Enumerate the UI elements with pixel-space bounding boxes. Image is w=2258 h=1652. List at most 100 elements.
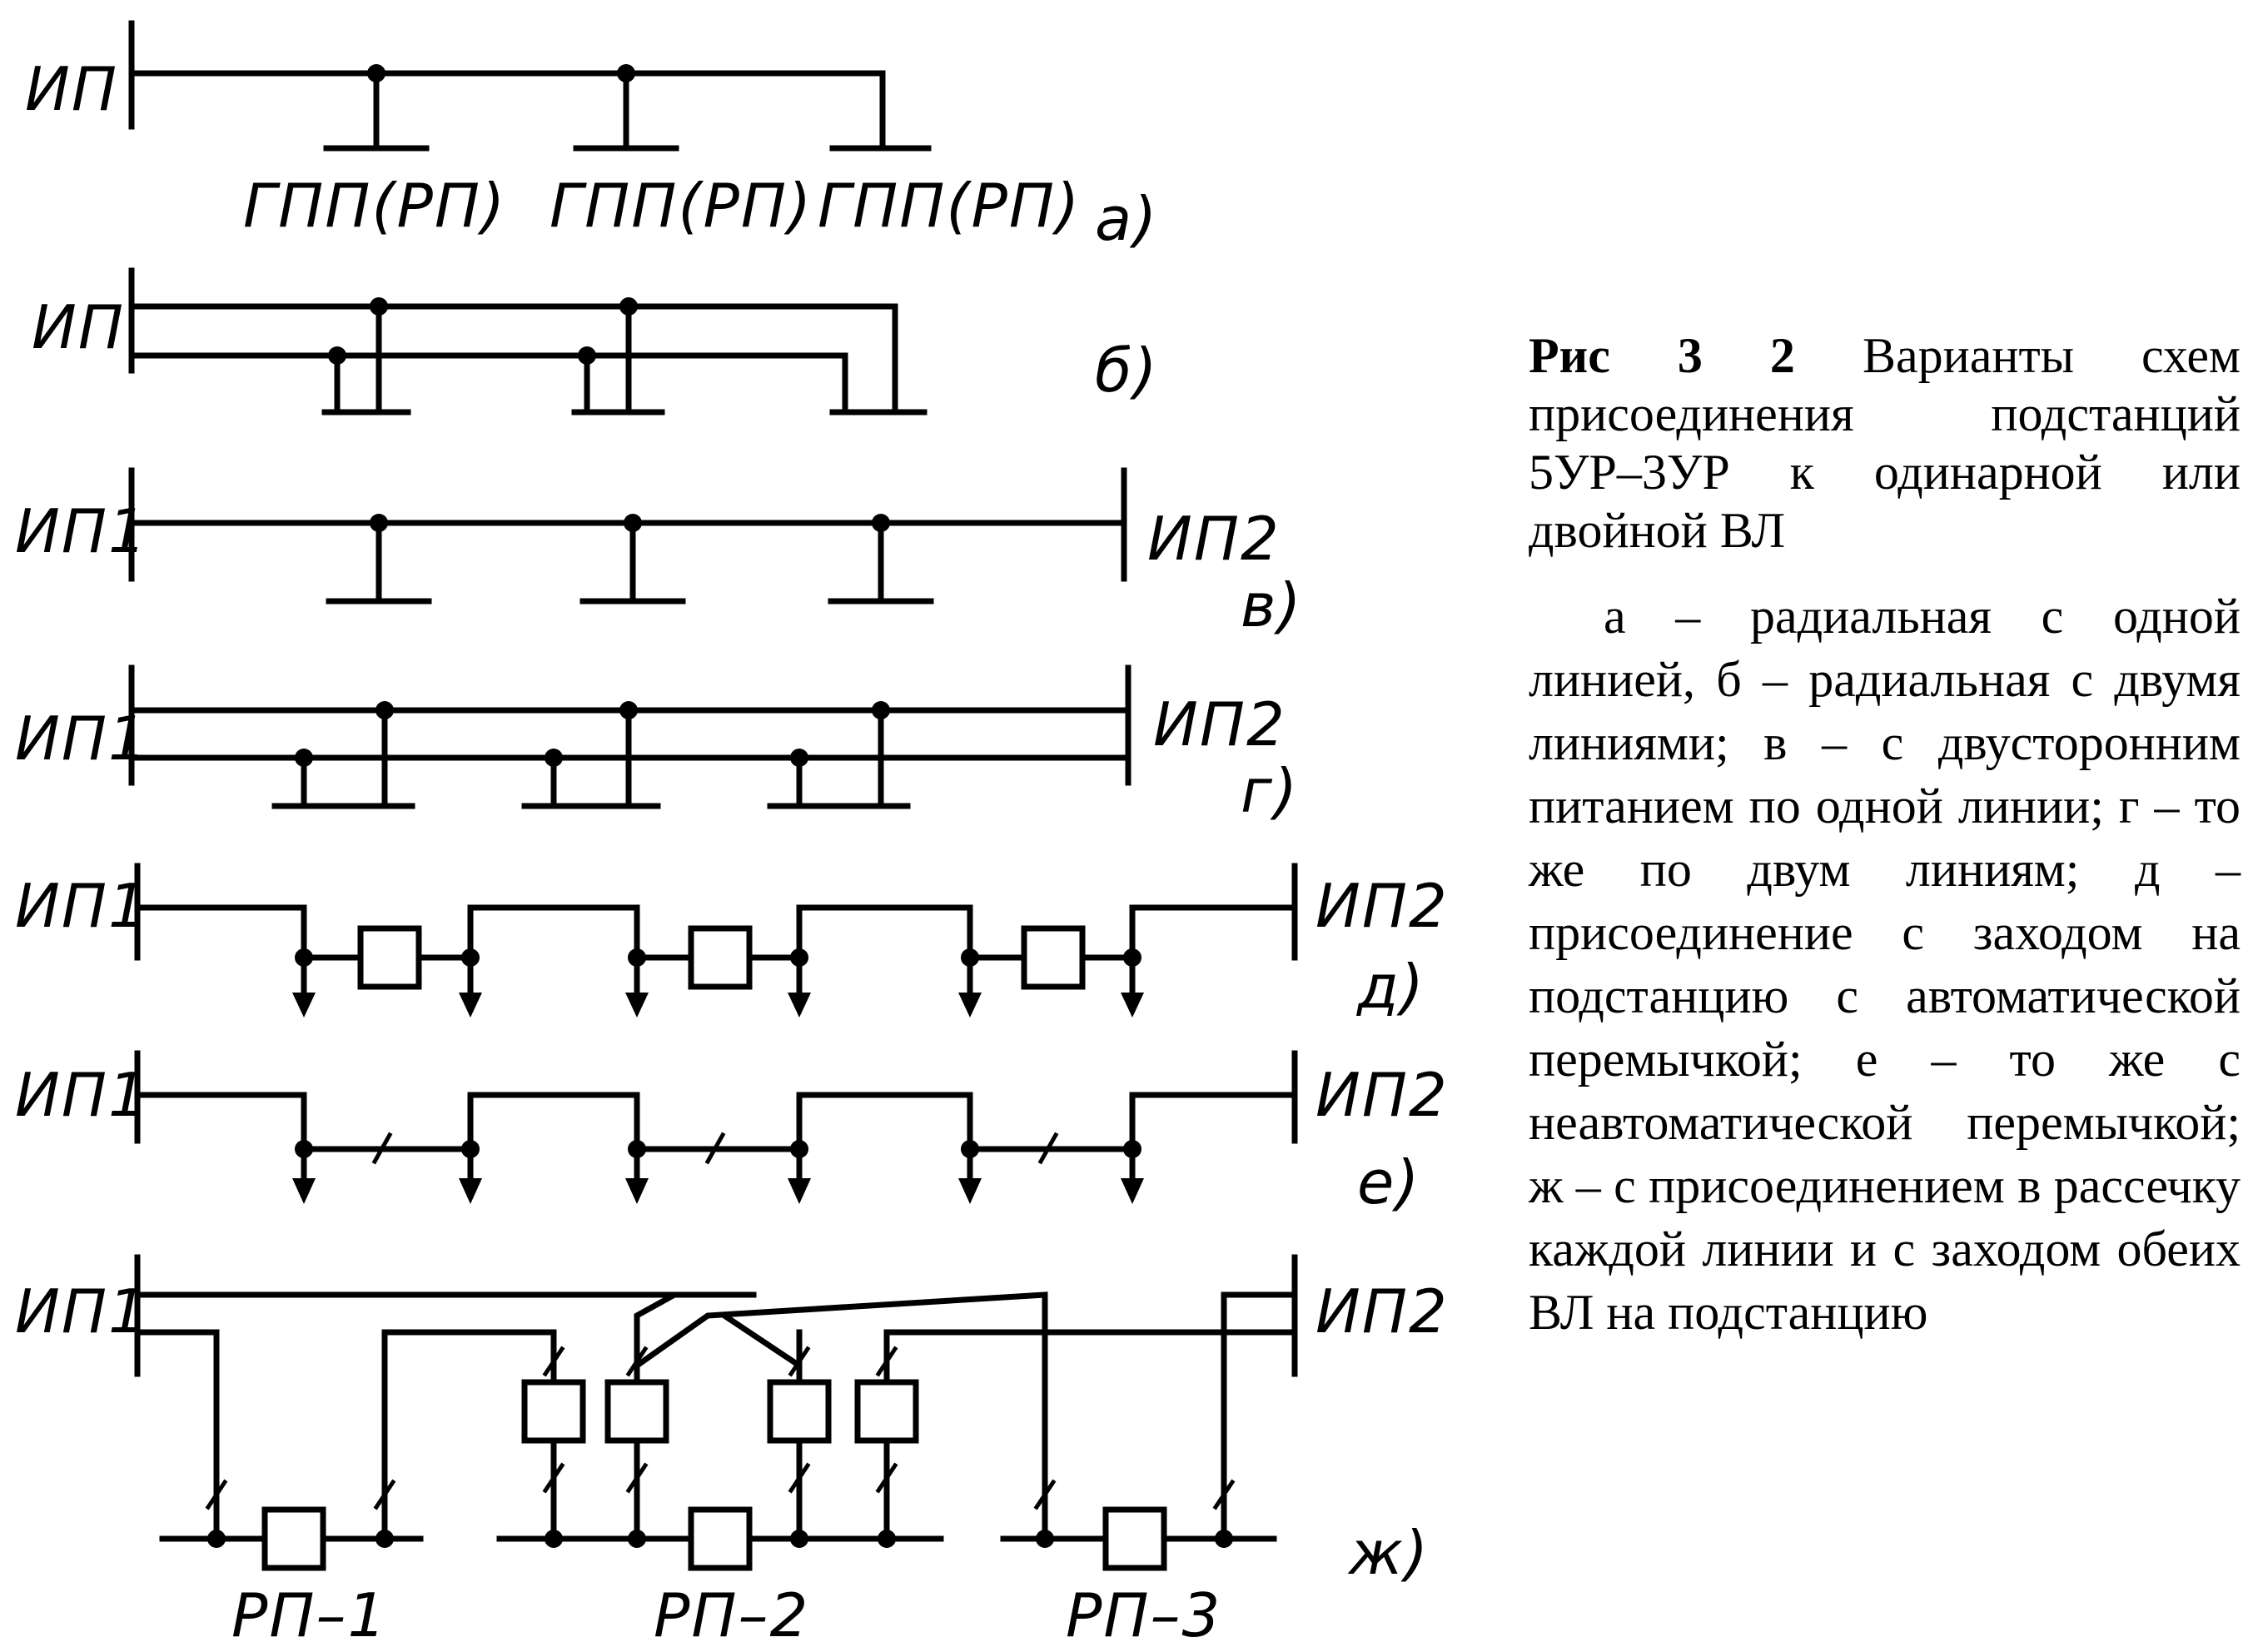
switch-box xyxy=(688,925,753,990)
scheme-zh: ИП1 ИП2 РП–1 РП–2 РП–3 ж) xyxy=(15,1254,1449,1650)
switch-box xyxy=(1021,925,1086,990)
junction-dot xyxy=(295,749,313,767)
junction-dot xyxy=(461,1140,480,1158)
scheme-g: ИП1 ИП2 г) xyxy=(15,664,1299,826)
junction-dot xyxy=(370,297,388,316)
scheme-tag: е) xyxy=(1357,1147,1420,1217)
overhead-line-segment xyxy=(134,904,307,998)
junction-dot xyxy=(376,1530,394,1548)
line-1-cross xyxy=(720,1311,803,1386)
overhead-line xyxy=(128,70,886,152)
load-arrow xyxy=(958,1178,982,1204)
junction-dot xyxy=(619,297,638,316)
scheme-tag: б) xyxy=(1095,336,1159,406)
junction-dot xyxy=(790,1530,808,1548)
scheme-tag: в) xyxy=(1241,570,1303,640)
junction-dot xyxy=(545,749,563,767)
junction-dot xyxy=(619,701,638,719)
junction-dot xyxy=(624,514,642,532)
switch-box xyxy=(357,925,422,990)
source-label-right: ИП2 xyxy=(1147,504,1281,574)
scheme-tag: ж) xyxy=(1347,1518,1430,1588)
junction-dot xyxy=(790,749,808,767)
switch-box xyxy=(767,1379,832,1444)
overhead-line-segment xyxy=(1129,904,1298,998)
disconnector-mark xyxy=(788,1346,811,1377)
scheme-tag: г) xyxy=(1241,756,1299,826)
junction-dot xyxy=(461,948,480,967)
line-1 xyxy=(134,1291,686,1386)
disconnector-mark xyxy=(875,1346,898,1377)
scheme-tag: а) xyxy=(1095,184,1158,254)
load-arrow xyxy=(625,1178,649,1204)
junction-dot xyxy=(961,1140,979,1158)
junction-dot xyxy=(617,64,635,82)
source-label: ИП xyxy=(32,292,125,362)
line-2-cross xyxy=(634,1291,1048,1542)
disconnector-mark xyxy=(542,1462,565,1494)
load-arrow xyxy=(788,993,811,1018)
junction-dot xyxy=(628,948,646,967)
disconnector-mark xyxy=(625,1462,649,1494)
caption-title: Рис 3 2 Варианты схем присоединения подс… xyxy=(1529,326,2241,560)
scheme-b: ИП б) xyxy=(32,267,1159,415)
source-label-right: ИП2 xyxy=(1316,1276,1449,1346)
load-arrow xyxy=(292,1178,316,1204)
junction-dot xyxy=(872,514,890,532)
junction-dot xyxy=(367,64,385,82)
junction-dot xyxy=(961,948,979,967)
source-label-right: ИП2 xyxy=(1153,689,1286,759)
disconnector-mark xyxy=(1212,1479,1236,1510)
disconnector-mark xyxy=(542,1346,565,1377)
overhead-line-segment xyxy=(467,904,640,998)
overhead-line-segment xyxy=(796,904,973,998)
load-arrow xyxy=(1121,993,1144,1018)
junction-dot xyxy=(878,1530,896,1548)
switch-box xyxy=(521,1379,586,1444)
junction-dot xyxy=(1036,1530,1054,1548)
junction-dot xyxy=(370,514,388,532)
junction-dot xyxy=(872,701,890,719)
load-arrow xyxy=(788,1178,811,1204)
caption-title-text: Варианты схем присоединения подстанций 5… xyxy=(1529,328,2241,558)
rp3-box xyxy=(1102,1506,1167,1571)
substation-label: РП–1 xyxy=(231,1580,387,1650)
figure-caption: Рис 3 2 Варианты схем присоединения подс… xyxy=(1529,326,2241,1344)
junction-dot xyxy=(578,346,596,365)
substation-label: РП–2 xyxy=(654,1580,809,1650)
load-arrow xyxy=(1121,1178,1144,1204)
source-label-right: ИП2 xyxy=(1316,1060,1449,1130)
source-label-left: ИП1 xyxy=(15,496,148,566)
switch-box xyxy=(854,1379,919,1444)
disconnector-mark xyxy=(1037,1132,1059,1165)
load-arrow xyxy=(292,993,316,1018)
rp2-box xyxy=(688,1506,753,1571)
junction-dot xyxy=(628,1140,646,1158)
switch-box xyxy=(604,1379,669,1444)
disconnector-mark xyxy=(1033,1479,1057,1510)
line-5 xyxy=(381,1329,557,1542)
overhead-line-segment xyxy=(134,1092,307,1186)
load-arrow xyxy=(459,1178,482,1204)
junction-dot xyxy=(295,948,313,967)
disconnector-mark xyxy=(625,1346,649,1377)
source-label-left: ИП1 xyxy=(15,1060,148,1130)
source-label-right: ИП2 xyxy=(1316,871,1449,941)
overhead-line-segment xyxy=(1129,1092,1298,1186)
overhead-line-segment xyxy=(796,1092,973,1186)
line-4 xyxy=(883,1329,1298,1386)
substation-label: ГПП(РП) xyxy=(818,171,1081,241)
caption-description: а – радиальная с одной линией, б – радиа… xyxy=(1529,589,2241,1340)
figure-number: Рис 3 2 xyxy=(1529,328,1795,383)
rp1-box xyxy=(261,1506,326,1571)
junction-dot xyxy=(207,1530,226,1548)
disconnector-mark xyxy=(371,1132,393,1165)
load-arrow xyxy=(958,993,982,1018)
disconnector-mark xyxy=(875,1462,898,1494)
junction-dot xyxy=(295,1140,313,1158)
substation-label: ГПП(РП) xyxy=(550,171,813,241)
source-label-left: ИП1 xyxy=(15,871,148,941)
load-arrow xyxy=(625,993,649,1018)
